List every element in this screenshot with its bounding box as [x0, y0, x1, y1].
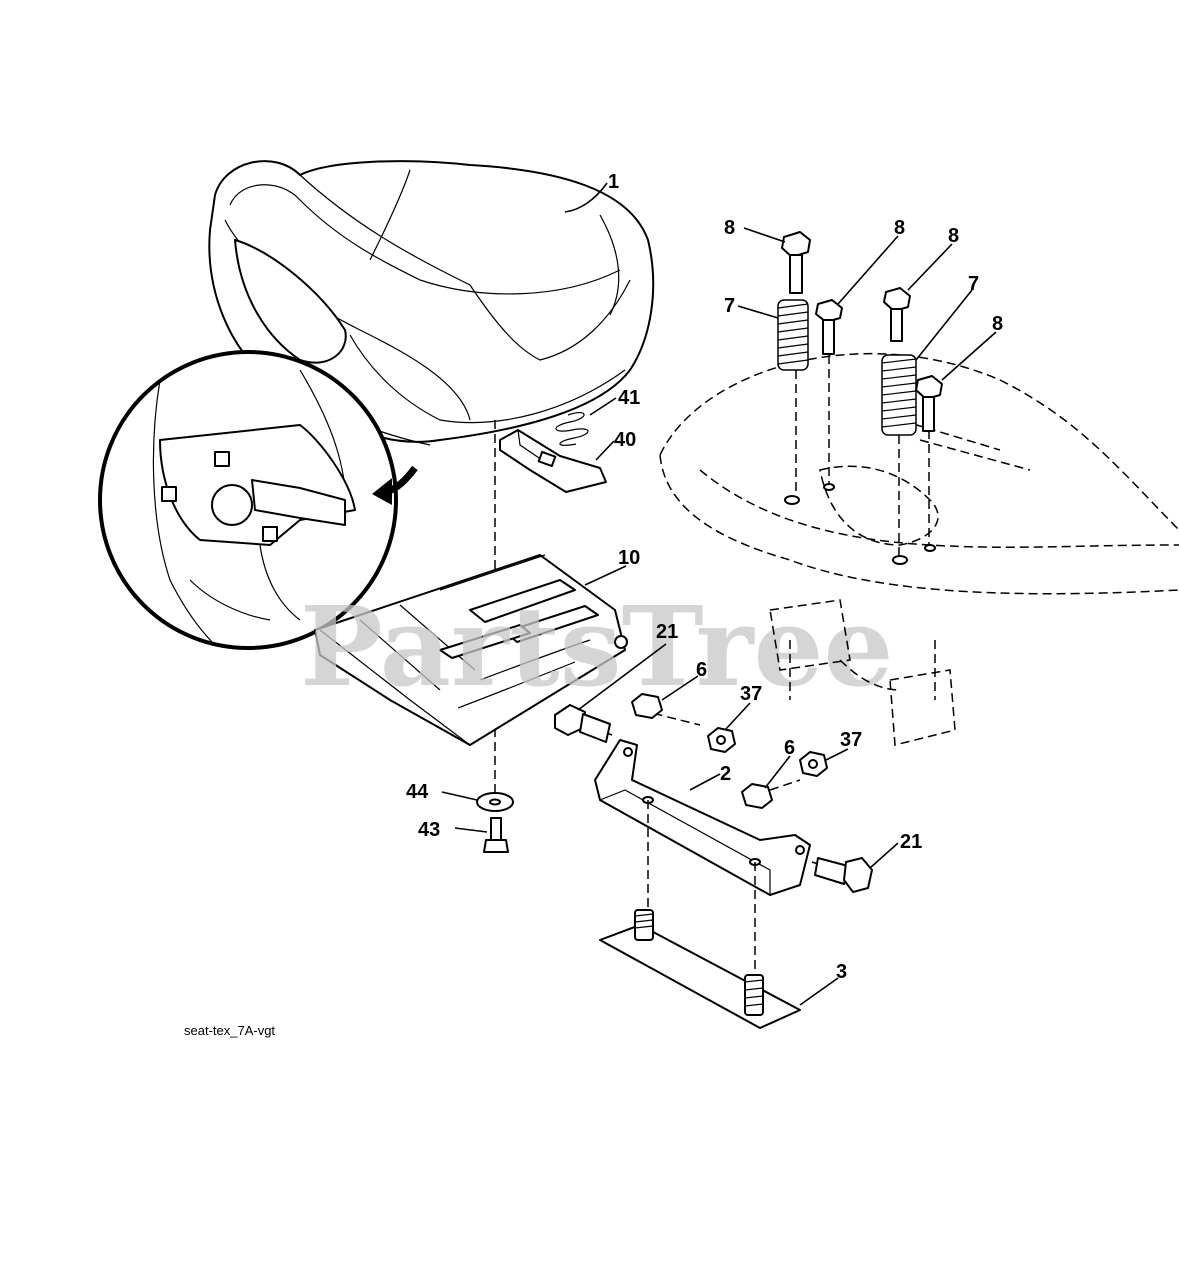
- callout-44: 44: [406, 781, 429, 803]
- callout-10: 10: [618, 547, 640, 569]
- detail-arrow: [372, 465, 418, 505]
- nut-axis-right: [769, 779, 801, 791]
- spring-part-7-left: [777, 299, 809, 371]
- callout-41: 41: [618, 387, 640, 409]
- callout-37a: 37: [740, 683, 762, 705]
- callout-3: 3: [836, 961, 847, 983]
- plate-part-3: [599, 909, 801, 1029]
- watermark: PartsTree: [300, 582, 894, 711]
- bolt-part-8-b: [815, 299, 843, 355]
- bolt-part-8-d: [915, 375, 943, 432]
- nut-part-37-left: [707, 727, 736, 753]
- callout-21a: 21: [656, 621, 678, 643]
- bolt-part-43: [483, 817, 509, 853]
- nut-part-37-right: [799, 751, 828, 777]
- callout-7a: 7: [724, 295, 735, 317]
- callout-8c: 8: [948, 225, 959, 247]
- callout-21b: 21: [900, 831, 922, 853]
- washer-part-44: [476, 792, 514, 812]
- nut-part-6-left: [631, 693, 663, 719]
- nut-axis-left: [639, 709, 701, 726]
- nut-part-6-right: [741, 783, 773, 809]
- seat-pan-part-10: [314, 554, 628, 746]
- bolt-part-8-c: [883, 287, 911, 342]
- callout-8b: 8: [894, 217, 905, 239]
- spring-part-7-right: [881, 354, 917, 436]
- callout-8a: 8: [724, 217, 735, 239]
- bolt-part-21-right: [814, 857, 873, 893]
- bolt-part-21-left: [554, 704, 611, 743]
- diagram-caption: seat-tex_7A-vgt: [184, 1023, 275, 1038]
- callout-37b: 37: [840, 729, 862, 751]
- spring-part-41: [555, 411, 589, 446]
- detail-inset: [98, 350, 398, 650]
- leader-lines: [441, 182, 997, 1006]
- bracket-part-2: [594, 739, 811, 896]
- callout-40: 40: [614, 429, 636, 451]
- mower-frame: [659, 353, 1179, 746]
- clip-part-40: [499, 429, 607, 493]
- bolt-part-8-a: [781, 231, 811, 294]
- callout-43: 43: [418, 819, 440, 841]
- callout-8d: 8: [992, 313, 1003, 335]
- callout-6a: 6: [696, 659, 707, 681]
- callout-1: 1: [608, 171, 619, 193]
- callout-6b: 6: [784, 737, 795, 759]
- callout-2: 2: [720, 763, 731, 785]
- callout-7b: 7: [968, 273, 979, 295]
